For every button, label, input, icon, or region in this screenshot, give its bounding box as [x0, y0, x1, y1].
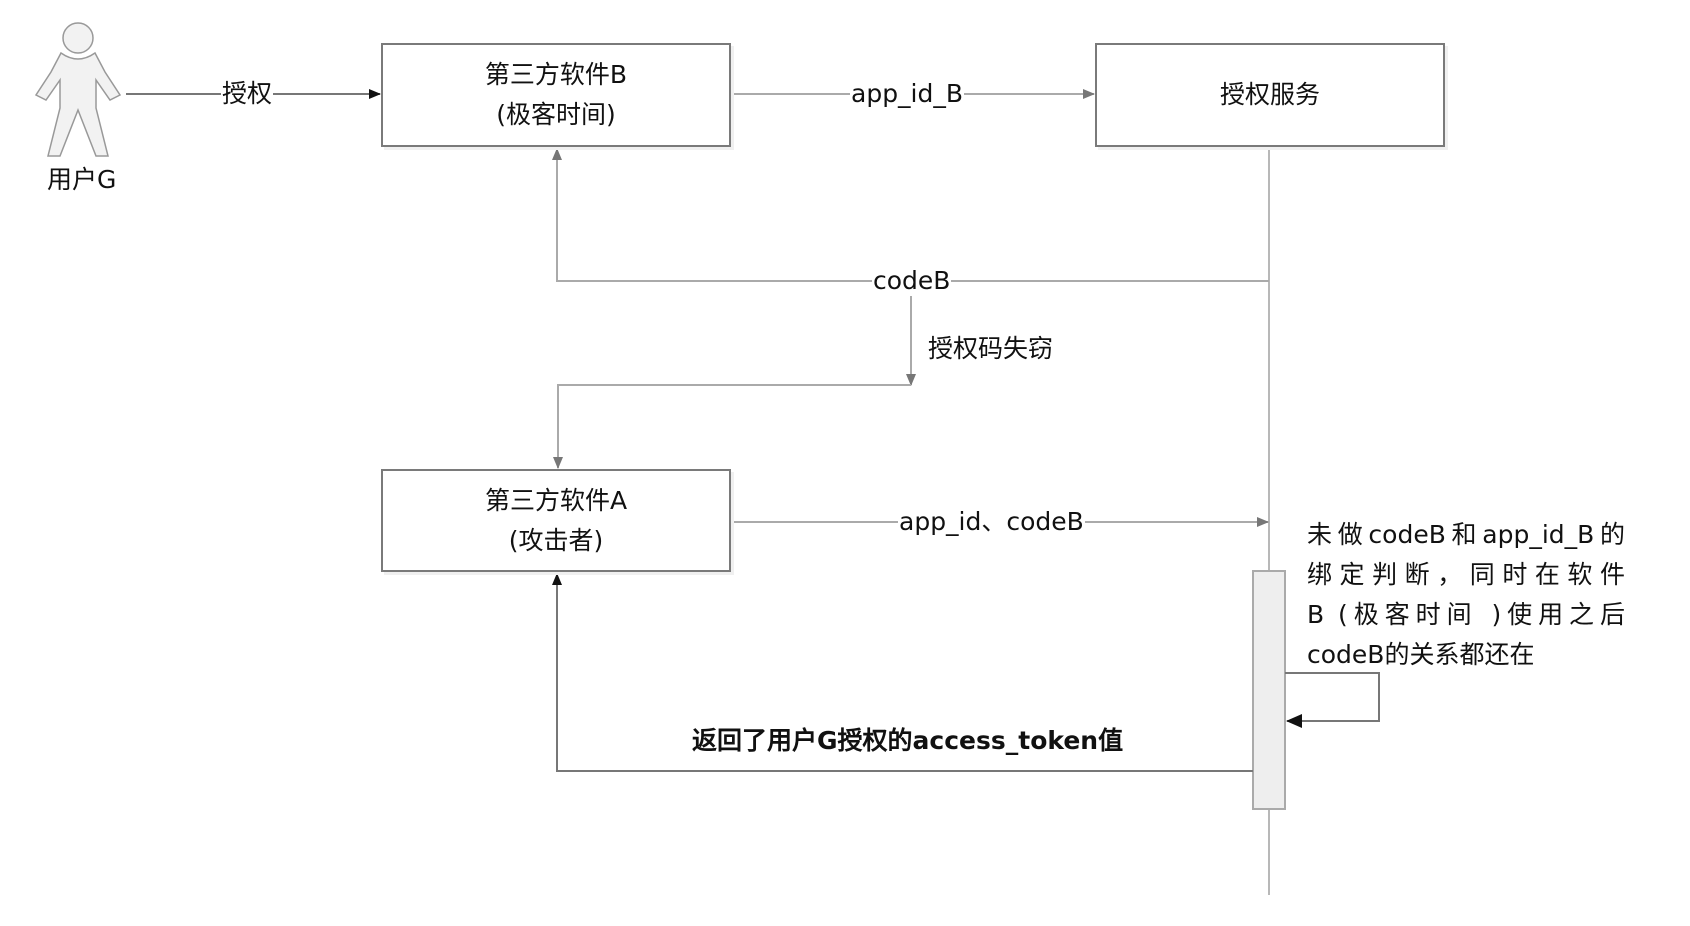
- code-b-label: codeB: [872, 266, 952, 296]
- code-stolen-label: 授权码失窃: [927, 334, 1055, 364]
- participant-software-b-name: 第三方软件B: [484, 60, 628, 89]
- code-b-arrow: [552, 148, 1269, 282]
- person-icon: [34, 22, 122, 157]
- note-line: codeB的关系都还在: [1307, 640, 1535, 669]
- participant-auth-service-name: 授权服务: [1219, 80, 1320, 109]
- return-token-label: 返回了用户G授权的access_token值: [691, 726, 1125, 756]
- participant-auth-service[interactable]: 授权服务: [1095, 43, 1445, 147]
- participant-software-b-subtitle: (极客时间): [496, 100, 616, 129]
- participant-software-a-name: 第三方软件A: [484, 485, 628, 515]
- participant-software-a[interactable]: 第三方软件A (攻击者): [381, 469, 731, 572]
- stolen-to-a-arrow: [553, 384, 911, 469]
- note-line: 绑定判断，同时在软件: [1307, 560, 1625, 589]
- app-id-code-b-label: app_id、codeB: [898, 507, 1085, 537]
- activation-bar: [1252, 570, 1286, 810]
- actor-label: 用户G: [47, 165, 117, 194]
- binding-note: 未做codeB和app_id_B的 绑定判断，同时在软件 B (极客时间 )使用…: [1307, 515, 1625, 675]
- participant-software-b[interactable]: 第三方软件B (极客时间): [381, 43, 731, 147]
- self-loop-arrow: [1285, 672, 1380, 728]
- participant-software-a-subtitle: (攻击者): [508, 525, 604, 555]
- note-line: 未做codeB和app_id_B的: [1307, 520, 1625, 549]
- app-id-b-label: app_id_B: [850, 79, 965, 109]
- note-line: B (极客时间 )使用之后: [1307, 600, 1625, 629]
- authorize-label: 授权: [221, 79, 274, 109]
- return-token-arrow: [552, 573, 1253, 772]
